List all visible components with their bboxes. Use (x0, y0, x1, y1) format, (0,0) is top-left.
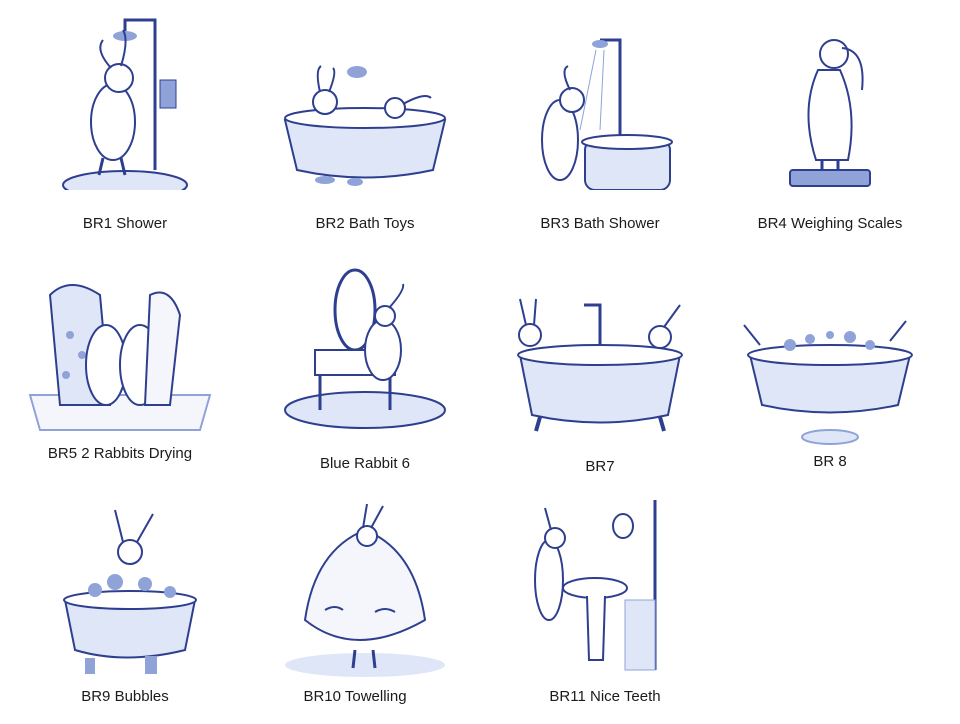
gallery-item-8[interactable]: BR 8 (730, 265, 930, 470)
two-rabbits-drying-illustration (28, 284, 212, 431)
gallery-item-6[interactable]: Blue Rabbit 6 (265, 260, 465, 472)
rabbit-weighing-scales-illustration (789, 39, 871, 187)
gallery-item-2[interactable]: BR2 Bath Toys (265, 10, 465, 232)
gallery-caption: BR1 Shower (82, 215, 168, 232)
gallery-item-5[interactable]: BR5 2 Rabbits Drying (20, 255, 220, 462)
gallery-item-7[interactable]: BR7 (500, 265, 700, 475)
rabbit-bubbles-illustration (63, 509, 197, 674)
gallery-caption: BR 8 (813, 453, 847, 470)
gallery-caption: BR11 Nice Teeth (549, 688, 661, 705)
gallery-caption: BR10 Towelling (303, 688, 407, 705)
gallery-caption: BR2 Bath Toys (315, 215, 415, 232)
two-rabbits-bath-illustration (517, 298, 683, 432)
rabbit-bath-toys-illustration (283, 65, 447, 186)
gallery-caption: BR7 (585, 458, 615, 475)
rabbit-dressing-table-illustration (284, 268, 446, 429)
gallery-item-9[interactable]: BR9 Bubbles (25, 500, 225, 705)
rabbit-brushing-teeth-illustration (534, 500, 657, 671)
gallery-item-11[interactable]: BR11 Nice Teeth (505, 500, 705, 705)
gallery-caption: BR4 Weighing Scales (757, 215, 903, 232)
rabbits-bubble-bath-illustration (743, 320, 913, 445)
rabbit-shower-illustration (62, 18, 188, 190)
gallery-caption: BR3 Bath Shower (540, 215, 660, 232)
rabbit-towelling-illustration (285, 503, 445, 677)
gallery-caption: BR9 Bubbles (81, 688, 169, 705)
gallery-item-1[interactable]: BR1 Shower (25, 10, 225, 232)
gallery-caption: Blue Rabbit 6 (319, 455, 411, 472)
gallery-caption: BR5 2 Rabbits Drying (47, 445, 193, 462)
gallery-item-3[interactable]: BR3 Bath Shower (500, 10, 700, 232)
gallery-item-10[interactable]: BR10 Towelling (255, 500, 455, 705)
rabbit-bath-shower-illustration (541, 38, 673, 190)
gallery-item-4[interactable]: BR4 Weighing Scales (730, 10, 930, 232)
